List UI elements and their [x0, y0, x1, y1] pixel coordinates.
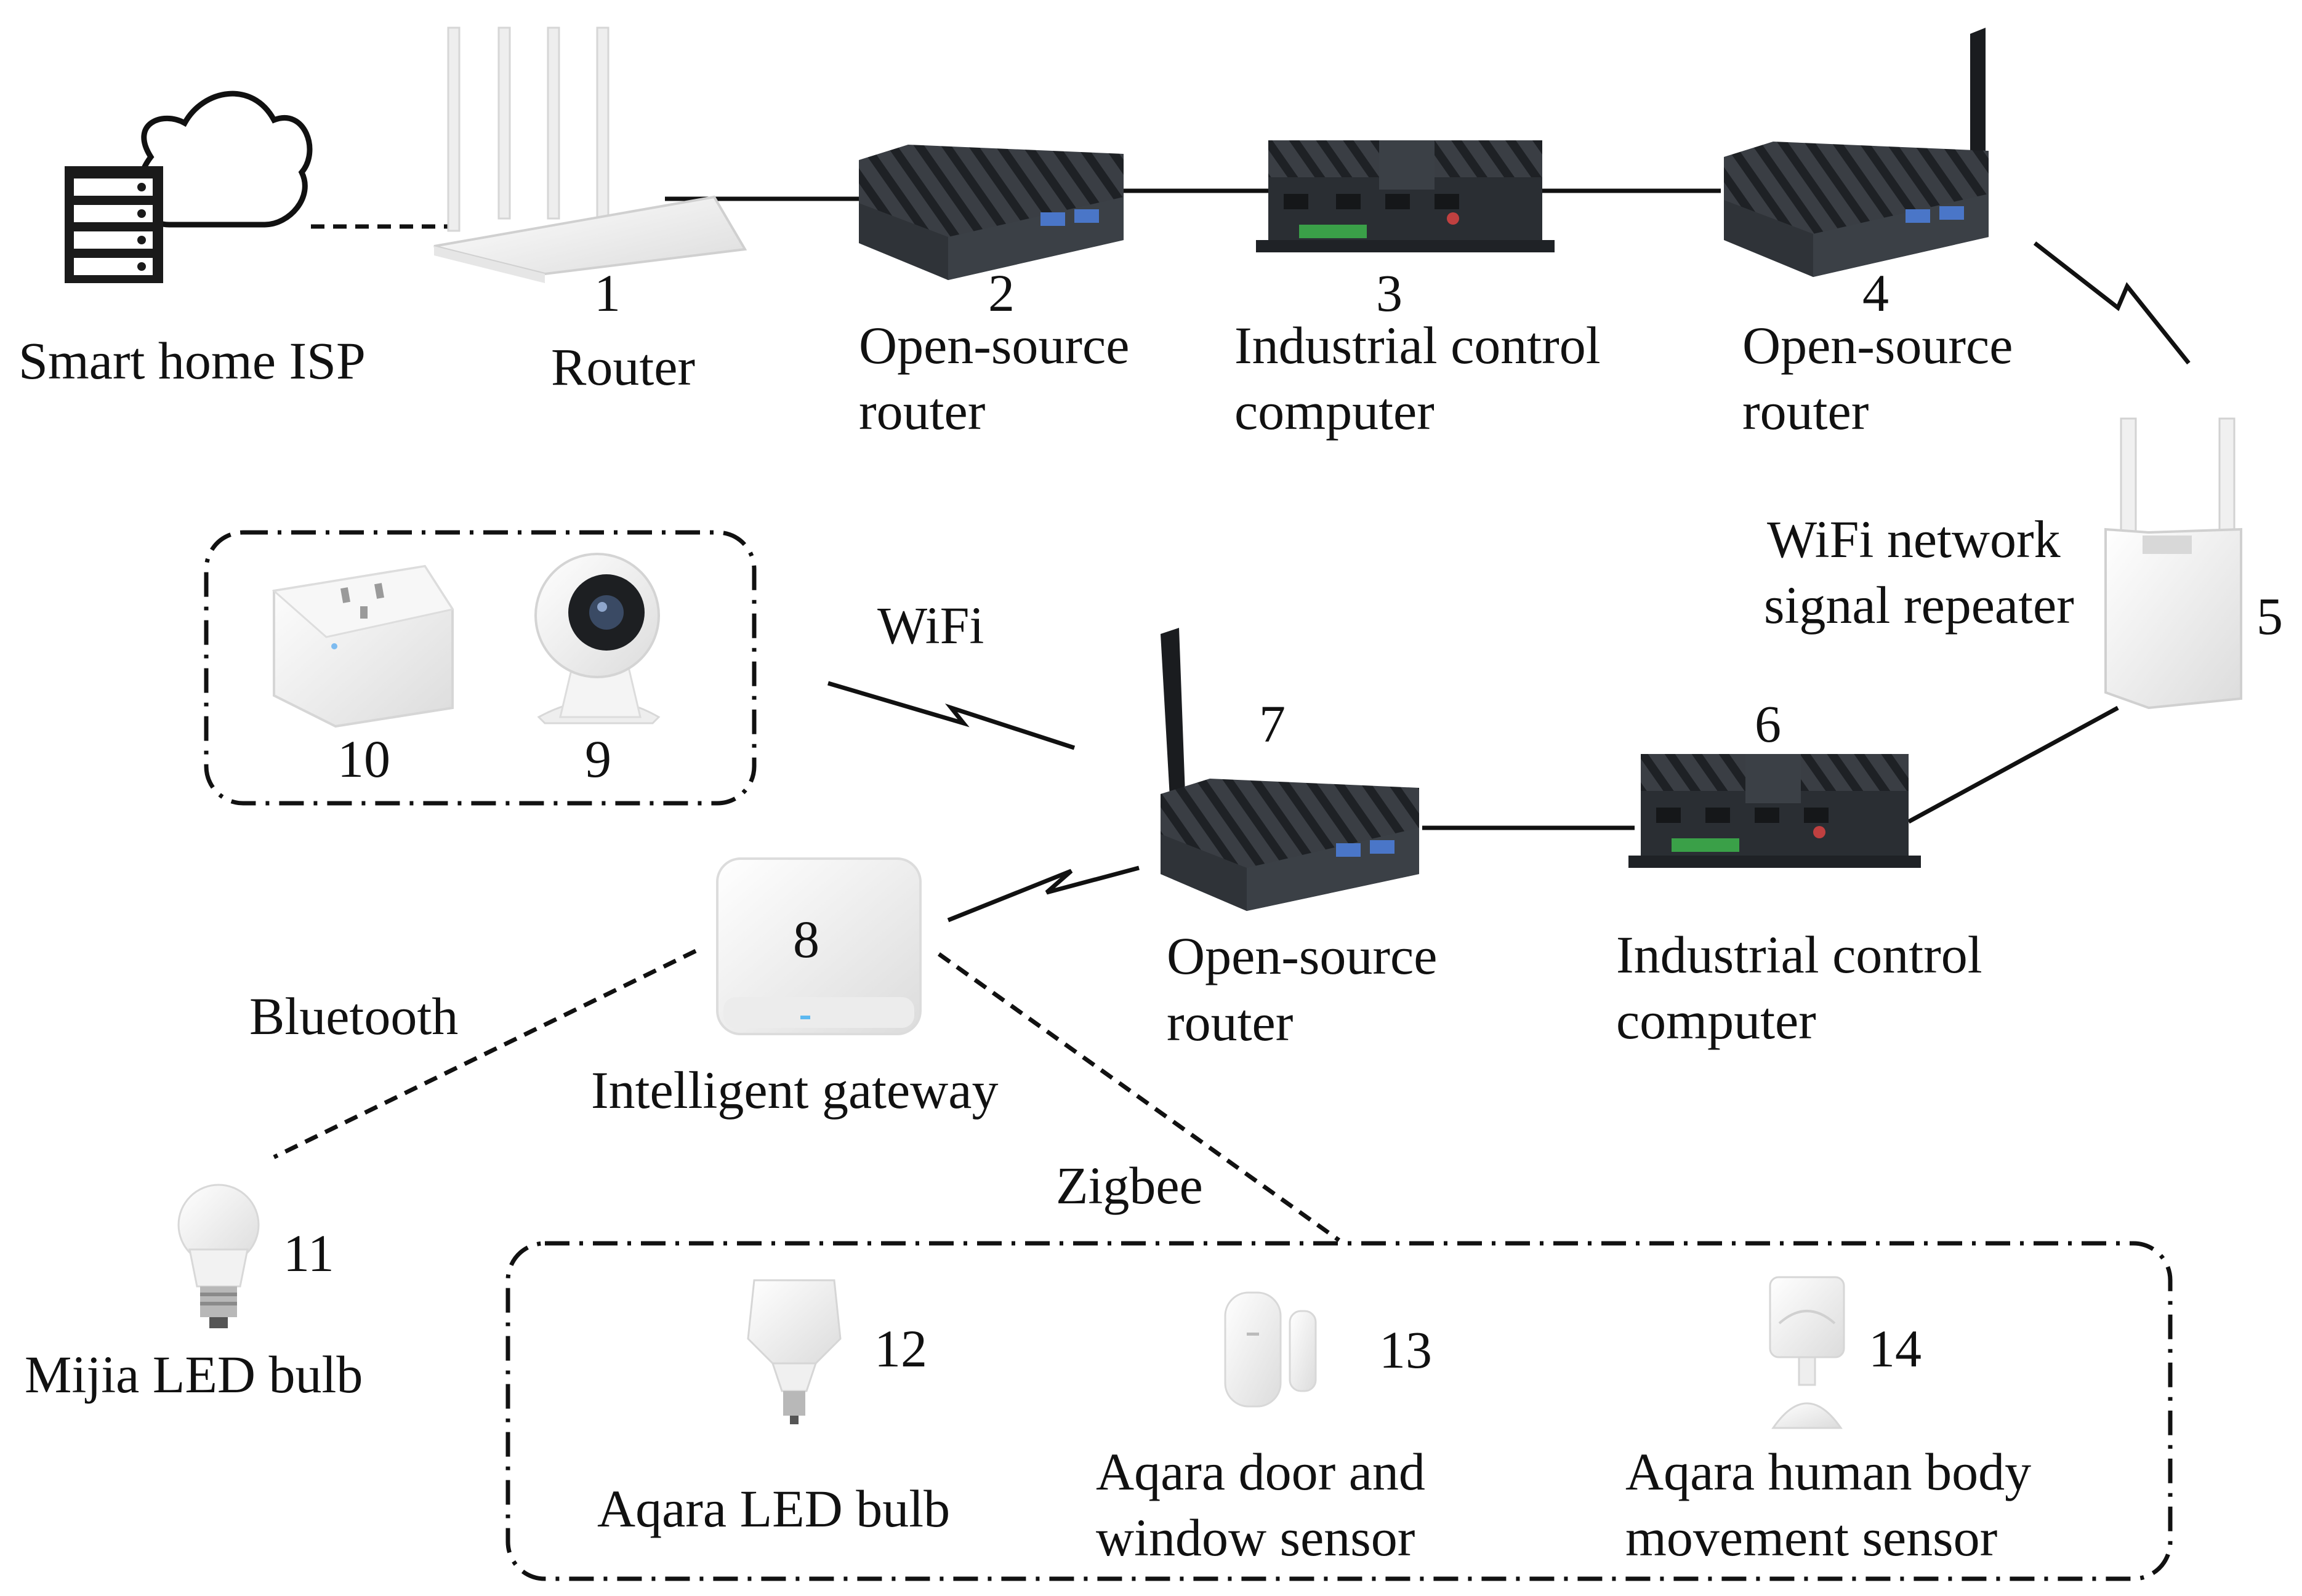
number-9: 9: [585, 729, 611, 788]
label-zigbee: Zigbee: [1056, 1156, 1203, 1215]
number-5: 5: [2256, 587, 2283, 646]
number-7: 7: [1259, 694, 1286, 753]
label-mijia-led-bulb: Mijia LED bulb: [25, 1345, 363, 1404]
label-router-7-line1: Open-source: [1167, 926, 1437, 985]
camera-9-image: [534, 553, 661, 724]
wireless-link-router4-repeater: [2033, 241, 2191, 365]
wifi-repeater-5-image: [2104, 417, 2242, 710]
number-3: 3: [1376, 263, 1403, 323]
intelligent-gateway-8-image: [716, 857, 922, 1035]
label-smart-home-isp: Smart home ISP: [18, 331, 366, 390]
label-router-4-line2: router: [1742, 382, 1869, 441]
label-ipc-6-line1: Industrial control: [1616, 925, 1982, 984]
industrial-control-computer-6-image: [1628, 754, 1921, 868]
number-13: 13: [1379, 1320, 1432, 1379]
label-sensor-13-line1: Aqara door and: [1096, 1442, 1425, 1501]
label-repeater-line1: WiFi network: [1767, 510, 2061, 569]
open-source-router-4-image: [1724, 28, 1989, 277]
router-1-image: [433, 26, 747, 283]
wireless-link-wifi-devices-router7: [827, 681, 1076, 750]
smart-plug-10-image: [272, 564, 454, 728]
label-ipc-3-line1: Industrial control: [1234, 316, 1601, 375]
zigbee-device-group-box: [505, 1241, 2173, 1581]
label-sensor-14-line1: Aqara human body: [1625, 1442, 2031, 1501]
number-1: 1: [594, 263, 621, 323]
label-wifi: WiFi: [877, 596, 984, 655]
label-sensor-13-line2: window sensor: [1096, 1508, 1415, 1567]
label-sensor-14-line2: movement sensor: [1625, 1508, 1997, 1567]
human-body-sensor-14-image: [1769, 1276, 1845, 1429]
number-8: 8: [793, 910, 819, 969]
number-2: 2: [988, 263, 1015, 323]
door-window-sensor-13-image: [1224, 1291, 1317, 1408]
label-router-7-line2: router: [1167, 993, 1293, 1052]
label-router-4-line1: Open-source: [1742, 316, 2013, 375]
link-gateway-zigbee-group: [937, 952, 1341, 1242]
label-router-2-line1: Open-source: [859, 316, 1129, 375]
label-intelligent-gateway: Intelligent gateway: [591, 1061, 998, 1120]
number-14: 14: [1869, 1319, 1922, 1378]
number-10: 10: [337, 729, 390, 788]
open-source-router-2-image: [859, 145, 1124, 280]
label-ipc-3-line2: computer: [1234, 382, 1435, 441]
industrial-control-computer-3-image: [1256, 140, 1555, 252]
wifi-device-group-box: [204, 530, 757, 806]
number-11: 11: [283, 1224, 334, 1283]
label-router-1: Router: [551, 337, 695, 396]
link-repeater-ipc6: [1907, 705, 2119, 824]
isp-server-cloud-icon: [65, 90, 313, 283]
label-router-2-line2: router: [859, 382, 985, 441]
number-4: 4: [1862, 263, 1889, 323]
mijia-led-bulb-11-image: [177, 1184, 260, 1328]
label-repeater-line2: signal repeater: [1764, 575, 2074, 635]
aqara-led-bulb-12-image: [747, 1279, 842, 1424]
label-bluetooth: Bluetooth: [249, 987, 458, 1046]
open-source-router-7-image: [1161, 628, 1419, 911]
number-12: 12: [874, 1319, 927, 1378]
link-gateway-bulb11: [273, 948, 697, 1160]
wireless-link-gateway-router7: [947, 865, 1140, 923]
number-6: 6: [1755, 694, 1781, 753]
label-ipc-6-line2: computer: [1616, 991, 1816, 1050]
label-aqara-led-bulb: Aqara LED bulb: [597, 1479, 950, 1538]
